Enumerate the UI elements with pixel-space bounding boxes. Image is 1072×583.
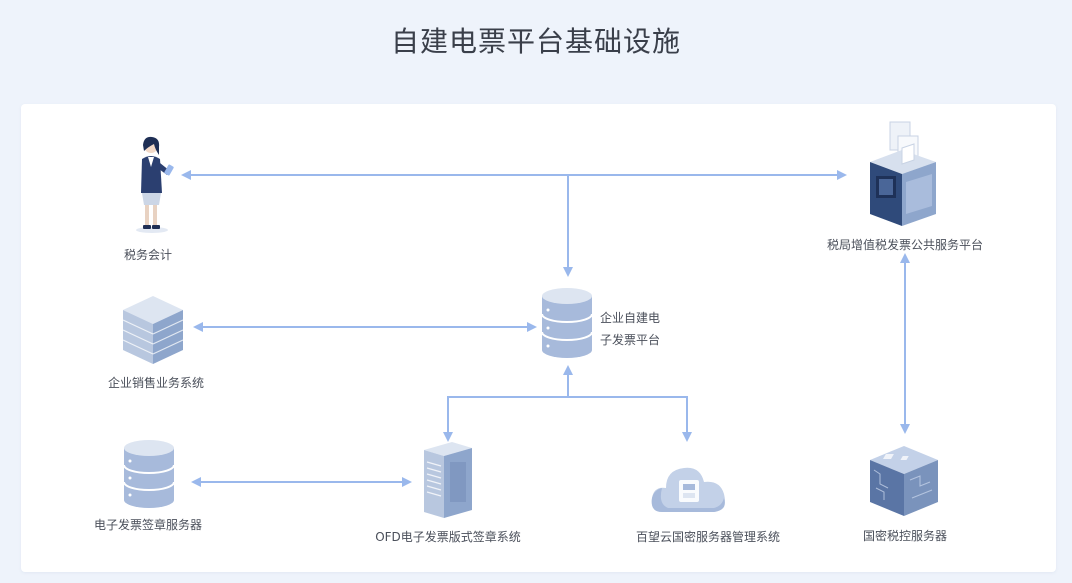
label-invoice-platform: 企业自建电 子发票平台 [600,307,670,351]
label-cloud-crypto: 百望云国密服务器管理系统 [635,530,781,544]
cube-server-icon [122,296,184,364]
database-icon [123,440,175,508]
label-invoice-platform-line2: 子发票平台 [600,333,661,347]
label-invoice-platform-line1: 企业自建电 [600,311,661,325]
database-icon [541,288,593,358]
label-tax-platform: 税局增值税发票公共服务平台 [826,238,984,252]
person-icon [136,136,174,233]
label-sales-system: 企业销售业务系统 [107,376,205,390]
circuit-cube-icon [870,446,938,516]
tax-machine-icon [870,121,936,226]
cloud-icon [651,467,725,512]
label-crypto-server: 国密税控服务器 [862,529,948,543]
server-tower-icon [424,442,472,518]
label-seal-server: 电子发票签章服务器 [93,518,203,532]
label-ofd-system: OFD电子发票版式签章系统 [375,530,521,544]
page-title: 自建电票平台基础设施 [390,25,681,58]
label-tax-accountant: 税务会计 [123,248,173,262]
arrow-branch [443,396,692,442]
